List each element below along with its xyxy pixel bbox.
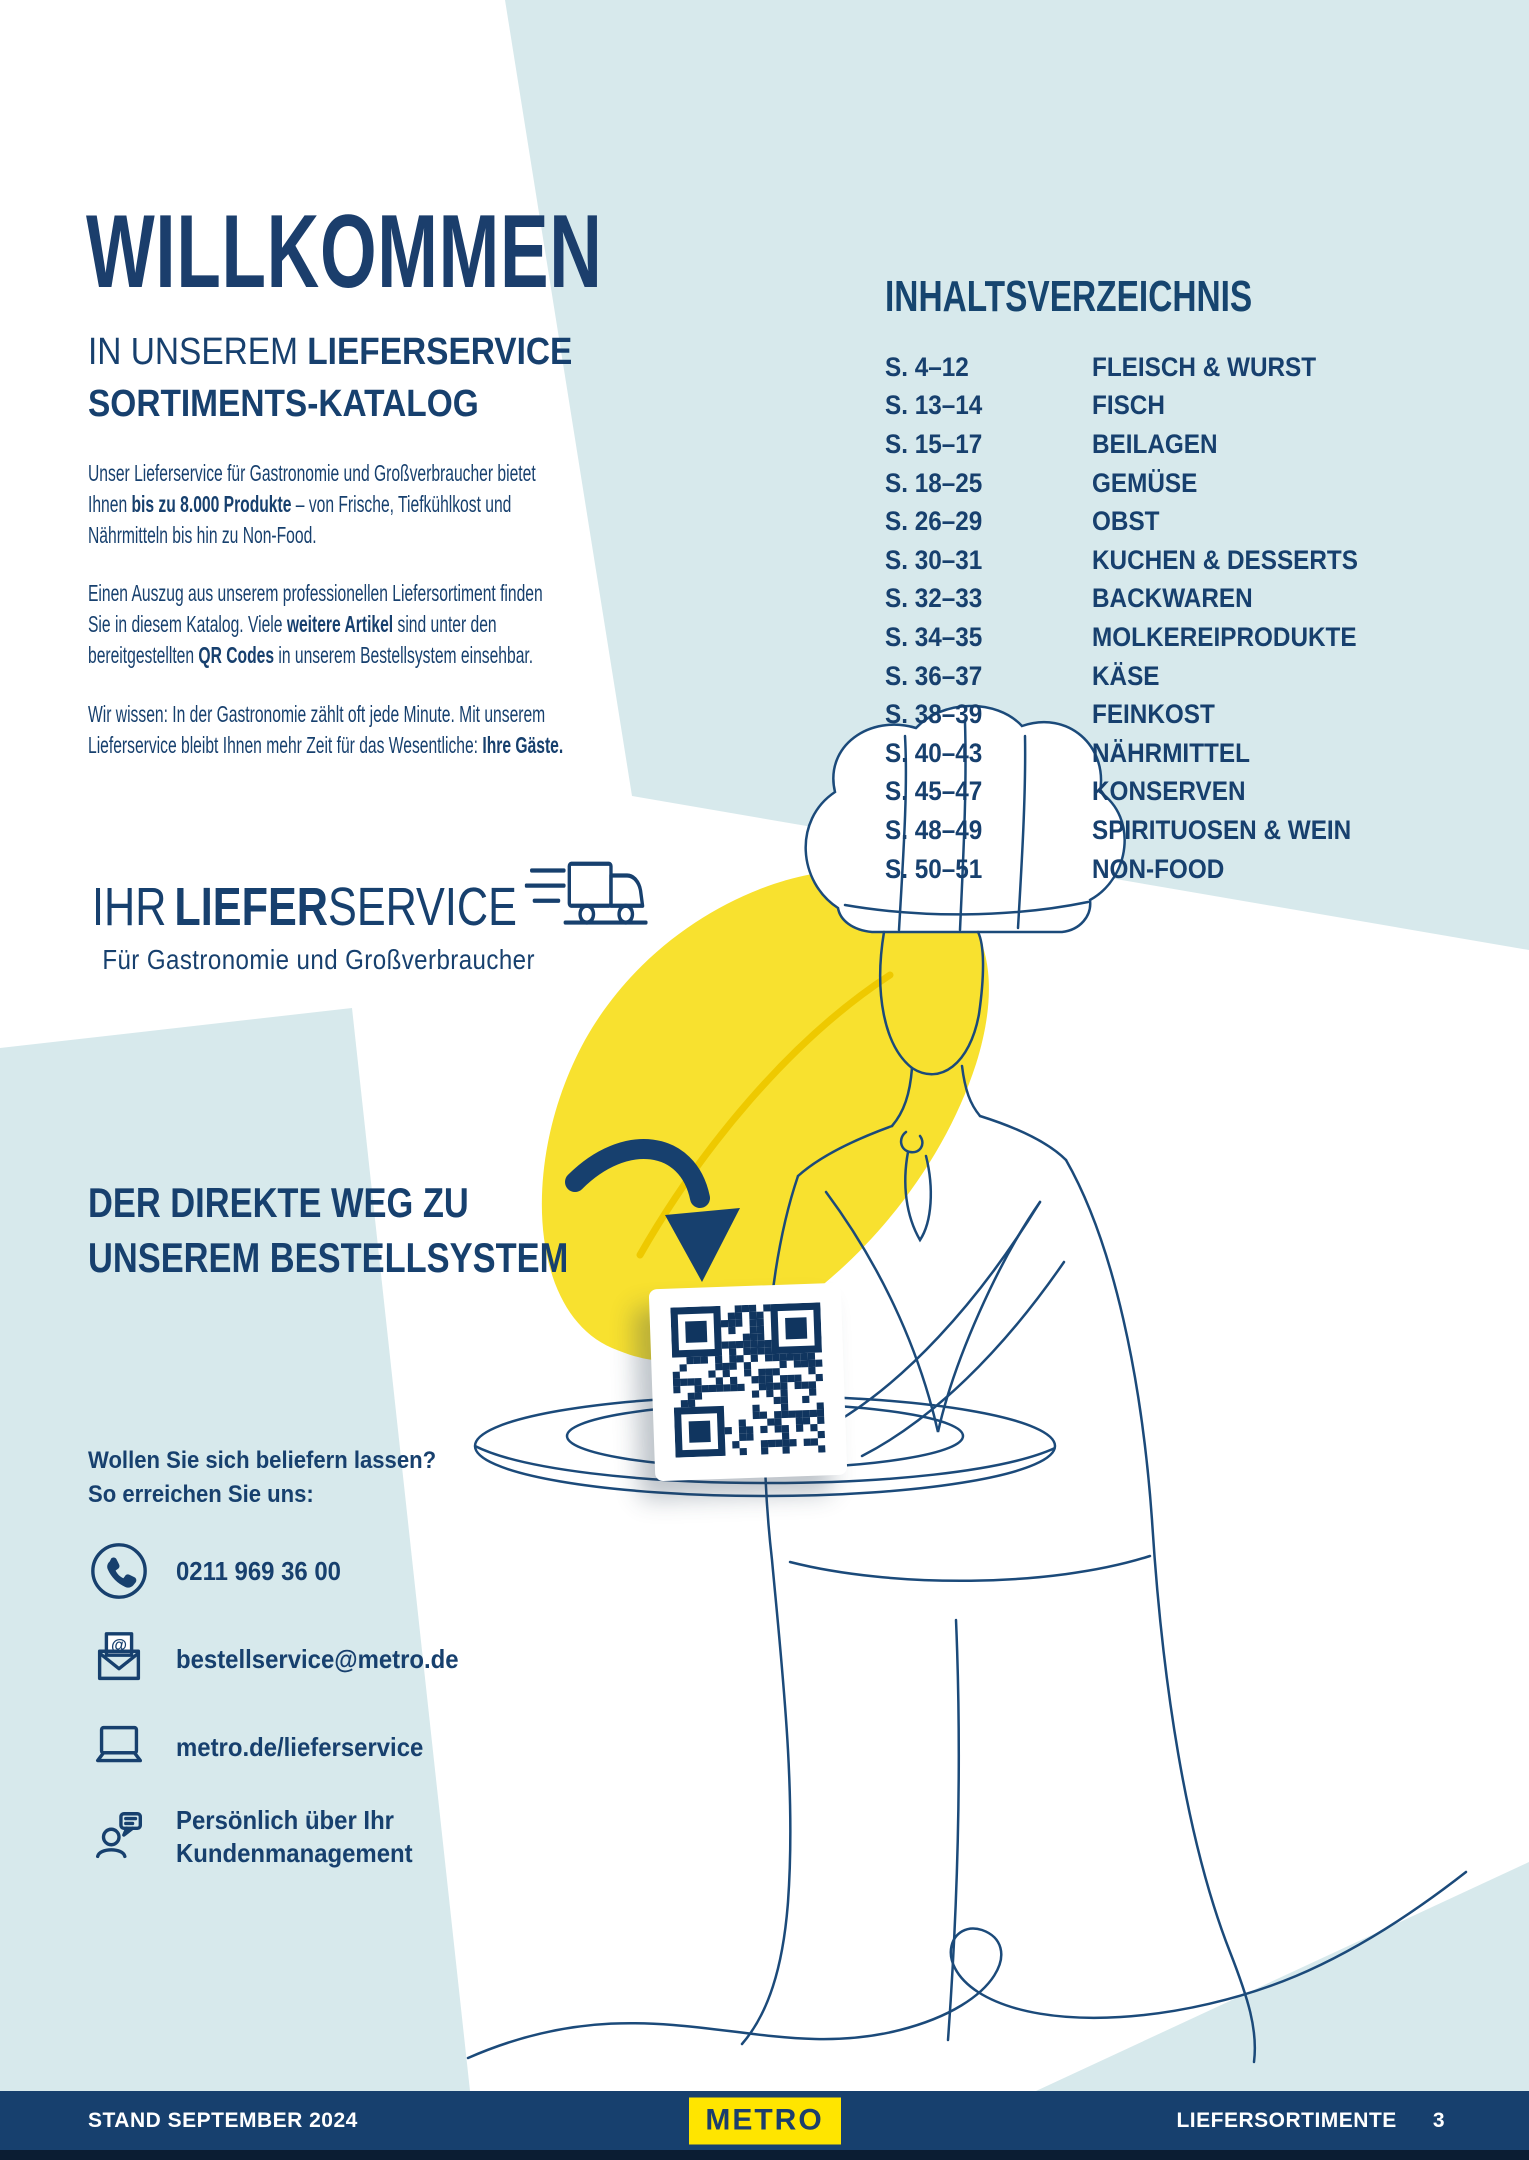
logo-tagline: Für Gastronomie und Großverbraucher <box>102 944 535 975</box>
contact-item-email: @ bestellservice@metro.de <box>88 1628 483 1690</box>
metro-logo: METRO <box>688 2097 841 2144</box>
footer-page-number: 3 <box>1432 2108 1445 2132</box>
bestellsystem-heading: DER DIREKTE WEG ZU UNSEREM BESTELLSYSTEM <box>88 1179 569 1281</box>
paragraph-2: Einen Auszug aus unserem professionellen… <box>88 580 543 669</box>
page-title: WILLKOMMEN <box>86 194 603 310</box>
subtitle-line2: SORTIMENTS-KATALOG <box>88 383 479 426</box>
logo-lieferservice: LIEFERSERVICE <box>174 877 517 937</box>
paragraph-3: Wir wissen: In der Gastronomie zählt oft… <box>88 700 564 758</box>
svg-text:@: @ <box>111 1636 127 1654</box>
page-subtitle: IN UNSEREM LIEFERSERVICE SORTIMENTS-KATA… <box>88 326 572 431</box>
contact-email[interactable]: bestellservice@metro.de <box>176 1643 459 1674</box>
lemon-dish <box>541 869 989 1361</box>
footer-section-label: LIEFERSORTIMENTE <box>1176 2108 1397 2132</box>
contact-personal: Persönlich über Ihr Kundenmanagement <box>176 1805 413 1868</box>
intro-copy: Unser Lieferservice für Gastronomie und … <box>88 458 564 789</box>
page-edge-strip <box>0 2150 1529 2160</box>
qr-pattern <box>670 1301 826 1462</box>
footer-date: STAND SEPTEMBER 2024 <box>88 2108 358 2132</box>
qr-code <box>648 1282 848 1482</box>
laptop-icon <box>95 1726 143 1763</box>
footer-right: LIEFERSORTIMENTE 3 <box>1176 2109 1445 2133</box>
contact-item-personal: Persönlich über Ihr Kundenmanagement <box>88 1804 483 1869</box>
phone-icon <box>91 1543 147 1600</box>
contact-list: 0211 969 36 00 @ bestellservice@metro.de <box>88 1540 483 1869</box>
email-icon: @ <box>97 1632 141 1681</box>
contact-block: Wollen Sie sich beliefern lassen? So err… <box>88 1444 483 1869</box>
delivery-truck-icon <box>524 861 648 925</box>
footer-bar: STAND SEPTEMBER 2024 METRO LIEFERSORTIME… <box>0 2091 1529 2150</box>
lieferservice-logo: IHR LIEFERSERVICE Für Gastronomie und Gr… <box>92 852 793 976</box>
contact-intro: Wollen Sie sich beliefern lassen? So err… <box>88 1447 437 1509</box>
contact-item-phone: 0211 969 36 00 <box>88 1540 483 1602</box>
contact-phone: 0211 969 36 00 <box>176 1555 341 1586</box>
subtitle-regular: IN UNSEREM <box>88 331 308 373</box>
paragraph-1: Unser Lieferservice für Gastronomie und … <box>88 460 536 548</box>
arrow-to-qr-icon <box>565 1139 740 1282</box>
contact-website[interactable]: metro.de/lieferservice <box>176 1731 424 1762</box>
subtitle-bold: LIEFERSERVICE <box>307 331 573 373</box>
toc-heading: INHALTSVERZEICHNIS <box>885 272 1253 321</box>
chat-person-icon <box>95 1811 143 1858</box>
contact-item-web: metro.de/lieferservice <box>88 1716 483 1778</box>
logo-ihr: IHR <box>92 877 167 937</box>
